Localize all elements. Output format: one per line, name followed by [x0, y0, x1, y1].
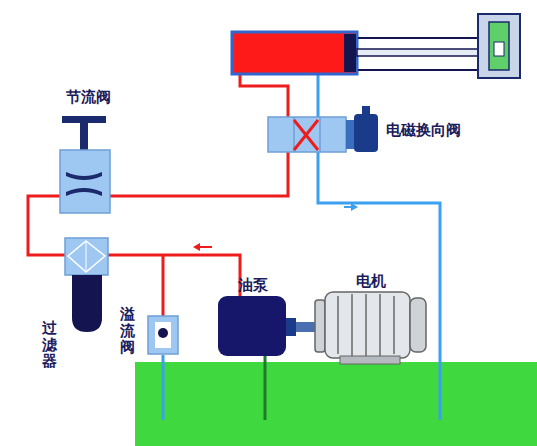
motor-foot — [340, 356, 400, 364]
motor-fin — [351, 294, 353, 356]
motor — [325, 292, 410, 358]
throttle-orifice — [66, 172, 102, 180]
solenoid — [354, 114, 378, 152]
solenoid-neck — [346, 120, 354, 149]
motor-fin — [379, 294, 381, 356]
coupling — [286, 318, 296, 336]
flow-arrow — [200, 246, 212, 248]
relief-ball — [158, 328, 168, 338]
shaft — [296, 322, 316, 332]
solenoid-plug — [362, 106, 370, 115]
load — [478, 14, 520, 78]
rod-line — [358, 69, 480, 71]
piston — [344, 34, 356, 72]
part-label: 电机 — [356, 272, 386, 290]
rod-line — [358, 37, 480, 39]
pump — [218, 296, 286, 356]
relief-return-pipe — [162, 355, 165, 420]
relief-valve — [148, 316, 178, 354]
motor-fin — [393, 296, 395, 354]
filter-bowl — [72, 275, 102, 332]
filter-symbol — [68, 241, 105, 272]
throttle-handle — [62, 116, 106, 123]
part-label: 过滤器 — [42, 320, 57, 370]
flow-arrow-head — [193, 243, 200, 251]
motor-fin — [337, 296, 339, 354]
motor-endcap — [410, 298, 426, 352]
pressure-pipe — [28, 74, 288, 255]
load-part — [494, 42, 504, 56]
part-label: 电磁换向阀 — [386, 121, 461, 139]
throttle-body — [60, 150, 110, 213]
load-part — [489, 22, 509, 70]
filter-symbol — [86, 241, 87, 272]
pressure-pipe — [162, 255, 165, 318]
pressure-pipe — [108, 255, 240, 298]
directional-valve — [268, 117, 346, 152]
valve-section — [319, 117, 321, 152]
valve-path — [294, 120, 318, 150]
throttle-orifice — [66, 188, 102, 196]
filter-head — [65, 238, 108, 275]
motor-fin — [365, 294, 367, 356]
flow-arrow-head — [351, 203, 358, 211]
oil-tank — [135, 362, 537, 446]
motor-flange — [315, 300, 325, 352]
cylinder — [232, 32, 357, 74]
throttle-stem — [80, 123, 88, 150]
suction-pipe — [264, 355, 267, 420]
part-label: 节流阀 — [66, 88, 111, 106]
relief-chamber — [155, 322, 171, 348]
piston-rod — [357, 49, 479, 56]
part-label: 溢流阀 — [120, 306, 135, 356]
valve-path — [294, 120, 318, 150]
part-label: 油泵 — [238, 276, 268, 294]
